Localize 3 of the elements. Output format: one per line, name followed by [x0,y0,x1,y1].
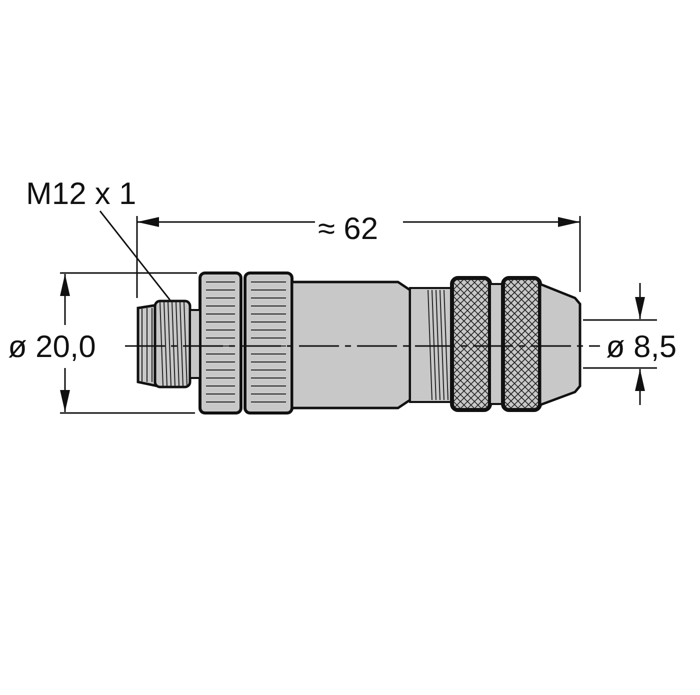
callout-label: M12 x 1 [24,178,138,209]
thread [136,300,201,388]
leader-line [99,210,171,300]
